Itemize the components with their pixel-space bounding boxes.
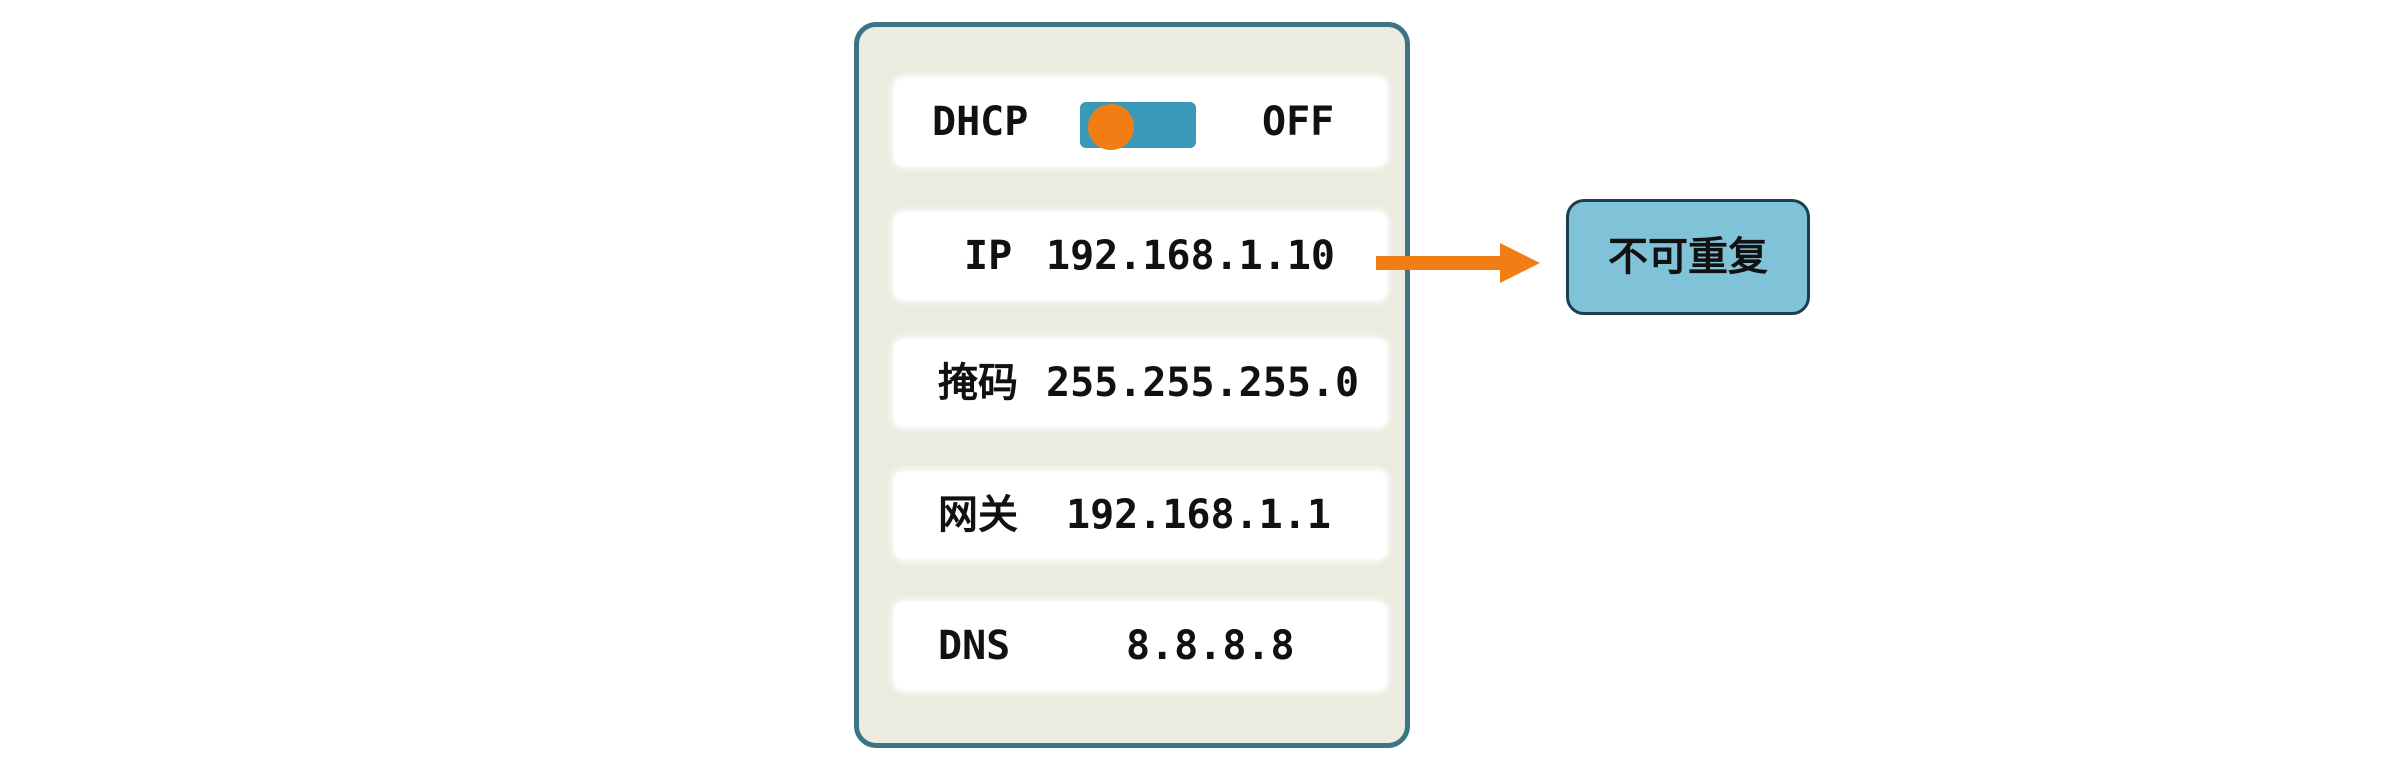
mask-label: 掩码: [938, 360, 1018, 406]
dns-value: 8.8.8.8: [1126, 623, 1295, 669]
gateway-row: 网关 192.168.1.1: [894, 471, 1387, 559]
ip-row: IP 192.168.1.10: [894, 212, 1387, 300]
dhcp-toggle[interactable]: [1080, 102, 1196, 150]
mask-row: 掩码 255.255.255.0: [894, 339, 1387, 427]
arrow-right-icon: [1376, 243, 1540, 283]
gateway-label: 网关: [938, 492, 1018, 538]
dns-row: DNS 8.8.8.8: [894, 602, 1387, 690]
ip-label: IP: [964, 233, 1013, 279]
dns-label: DNS: [938, 623, 1011, 669]
gateway-value: 192.168.1.1: [1066, 492, 1331, 538]
note-badge: 不可重复: [1566, 199, 1810, 315]
mask-value: 255.255.255.0: [1046, 360, 1360, 406]
note-text: 不可重复: [1608, 234, 1768, 280]
dhcp-state-label: OFF: [1262, 99, 1335, 145]
dhcp-row: DHCP OFF: [894, 78, 1387, 166]
dhcp-toggle-knob: [1088, 104, 1134, 150]
ip-value: 192.168.1.10: [1046, 233, 1335, 279]
dhcp-label: DHCP: [932, 99, 1029, 145]
